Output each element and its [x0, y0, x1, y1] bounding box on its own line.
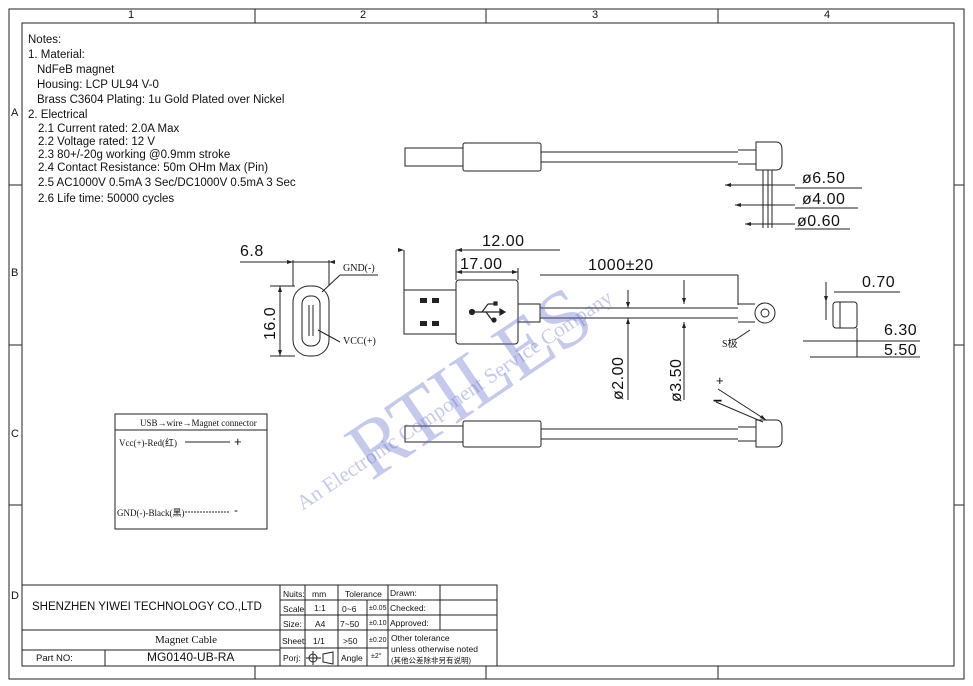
dim-cable-len: 1000±20 — [588, 257, 654, 274]
top-magnet-head — [755, 141, 783, 171]
electrical-line: 2.1 Current rated: 2.0A Max — [38, 123, 180, 135]
size-label: Size: — [283, 619, 302, 629]
side-profile — [832, 301, 858, 329]
other-tolerance-3: (其他公差除非另有说明) — [391, 656, 471, 665]
material-line: Brass C3604 Plating: 1u Gold Plated over… — [37, 94, 285, 106]
part-no-value: MG0140-UB-RA — [147, 650, 235, 664]
bottom-magnet-head — [755, 419, 783, 448]
material-line: NdFeB magnet — [37, 64, 115, 76]
company-name: SHENZHEN YIWEI TECHNOLOGY CO.,LTD — [32, 601, 262, 613]
wiring-gnd-sign: - — [234, 503, 238, 517]
usb-symbol-icon — [468, 301, 507, 323]
notes-block: Notes: 1. Material: NdFeB magnet Housing… — [28, 33, 296, 207]
approved-field: Approved: — [390, 618, 429, 628]
wiring-vcc-sign: + — [234, 434, 242, 449]
grid-col-3: 3 — [592, 9, 599, 21]
label-s-pole: S极 — [722, 339, 738, 350]
tol-value-2: ±0.10 — [369, 620, 387, 627]
part-no-label: Part NO: — [36, 653, 73, 664]
dim-top-d3: ø0.60 — [797, 213, 841, 230]
usb-front-outer — [292, 285, 330, 357]
material-line: Housing: LCP UL94 V-0 — [37, 79, 159, 91]
dim-side-a: 0.70 — [862, 274, 896, 291]
grid-col-4: 4 — [824, 9, 831, 21]
dim-wire-d2: ø3.50 — [668, 358, 685, 402]
scale-value: 1:1 — [314, 603, 326, 613]
dim-plug-len1: 12.00 — [482, 233, 525, 250]
tolerance-label: Tolerance — [345, 589, 382, 599]
size-value: A4 — [315, 619, 326, 629]
electrical-title: 2. Electrical — [28, 109, 88, 121]
angle-value: ±2° — [371, 653, 382, 660]
dim-plug-len2: 17.00 — [460, 256, 503, 273]
nuits-label: Nuits: — [283, 589, 305, 599]
dim-wire-d1: ø2.00 — [610, 356, 627, 400]
angle-label: Angle — [341, 653, 363, 663]
tol-value-1: ±0.05 — [369, 605, 387, 612]
label-gnd: GND(-) — [343, 263, 375, 274]
proj-label: Porj: — [283, 653, 301, 663]
tol-range-3: >50 — [343, 636, 358, 646]
grid-row-b: B — [11, 267, 19, 279]
grid-col-2: 2 — [360, 9, 367, 21]
other-tolerance-1: Other tolerance — [391, 633, 450, 643]
other-tolerance-2: unless otherwise noted — [391, 644, 478, 654]
dim-usb-width: 6.8 — [240, 243, 264, 260]
dim-usb-height: 16.0 — [262, 306, 279, 340]
material-title: 1. Material: — [28, 49, 85, 61]
sheet-value: 1/1 — [313, 636, 325, 646]
grid-row-d: D — [11, 590, 19, 602]
scale-label: Scale — [283, 604, 305, 614]
nuits-value: mm — [312, 589, 327, 599]
wiring-title: USB→wire→Magnet connector — [140, 418, 257, 428]
dim-top-d2: ø4.00 — [802, 191, 846, 208]
notes-heading: Notes: — [28, 34, 62, 46]
top-usb-body — [462, 142, 542, 172]
top-usb-tail — [404, 147, 464, 167]
electrical-line: 2.5 AC1000V 0.5mA 3 Sec/DC1000V 0.5mA 3 … — [38, 177, 296, 189]
grid-row-a: A — [11, 107, 19, 119]
grid-row-c: C — [11, 428, 19, 440]
side-magnet-disc — [754, 302, 776, 324]
dim-side-b: 6.30 — [884, 322, 918, 339]
electrical-line: 2.3 80+/-20g working @0.9mm stroke — [38, 149, 231, 161]
electrical-line: 2.4 Contact Resistance: 50m OHm Max (Pin… — [38, 162, 269, 174]
dim-side-c: 5.50 — [884, 342, 918, 359]
drawn-field: Drawn: — [390, 588, 417, 598]
label-minus: − — [713, 393, 723, 410]
sheet-label: Sheet: — [282, 636, 307, 646]
side-usb-plug — [403, 289, 457, 335]
label-vcc: VCC(+) — [343, 336, 376, 347]
usb-front-inner — [301, 295, 321, 347]
product-name: Magnet Cable — [155, 634, 218, 646]
dim-top-d1: ø6.50 — [802, 170, 846, 187]
wiring-vcc: Vcc(+)-Red(红) — [119, 438, 178, 448]
title-block — [21, 584, 498, 667]
wiring-box — [114, 413, 268, 530]
grid-col-1: 1 — [128, 9, 135, 21]
tol-range-2: 7~50 — [340, 619, 360, 629]
wiring-gnd: GND(-)-Black(黑) — [117, 508, 185, 518]
tol-value-3: ±0.20 — [369, 637, 387, 644]
electrical-line: 2.2 Voltage rated: 12 V — [38, 136, 156, 148]
electrical-line: 2.6 Life time: 50000 cycles — [38, 193, 175, 205]
label-plus: + — [716, 373, 724, 388]
checked-field: Checked: — [390, 603, 426, 613]
bottom-usb-body — [462, 420, 542, 448]
tol-range-1: 0~6 — [342, 604, 357, 614]
